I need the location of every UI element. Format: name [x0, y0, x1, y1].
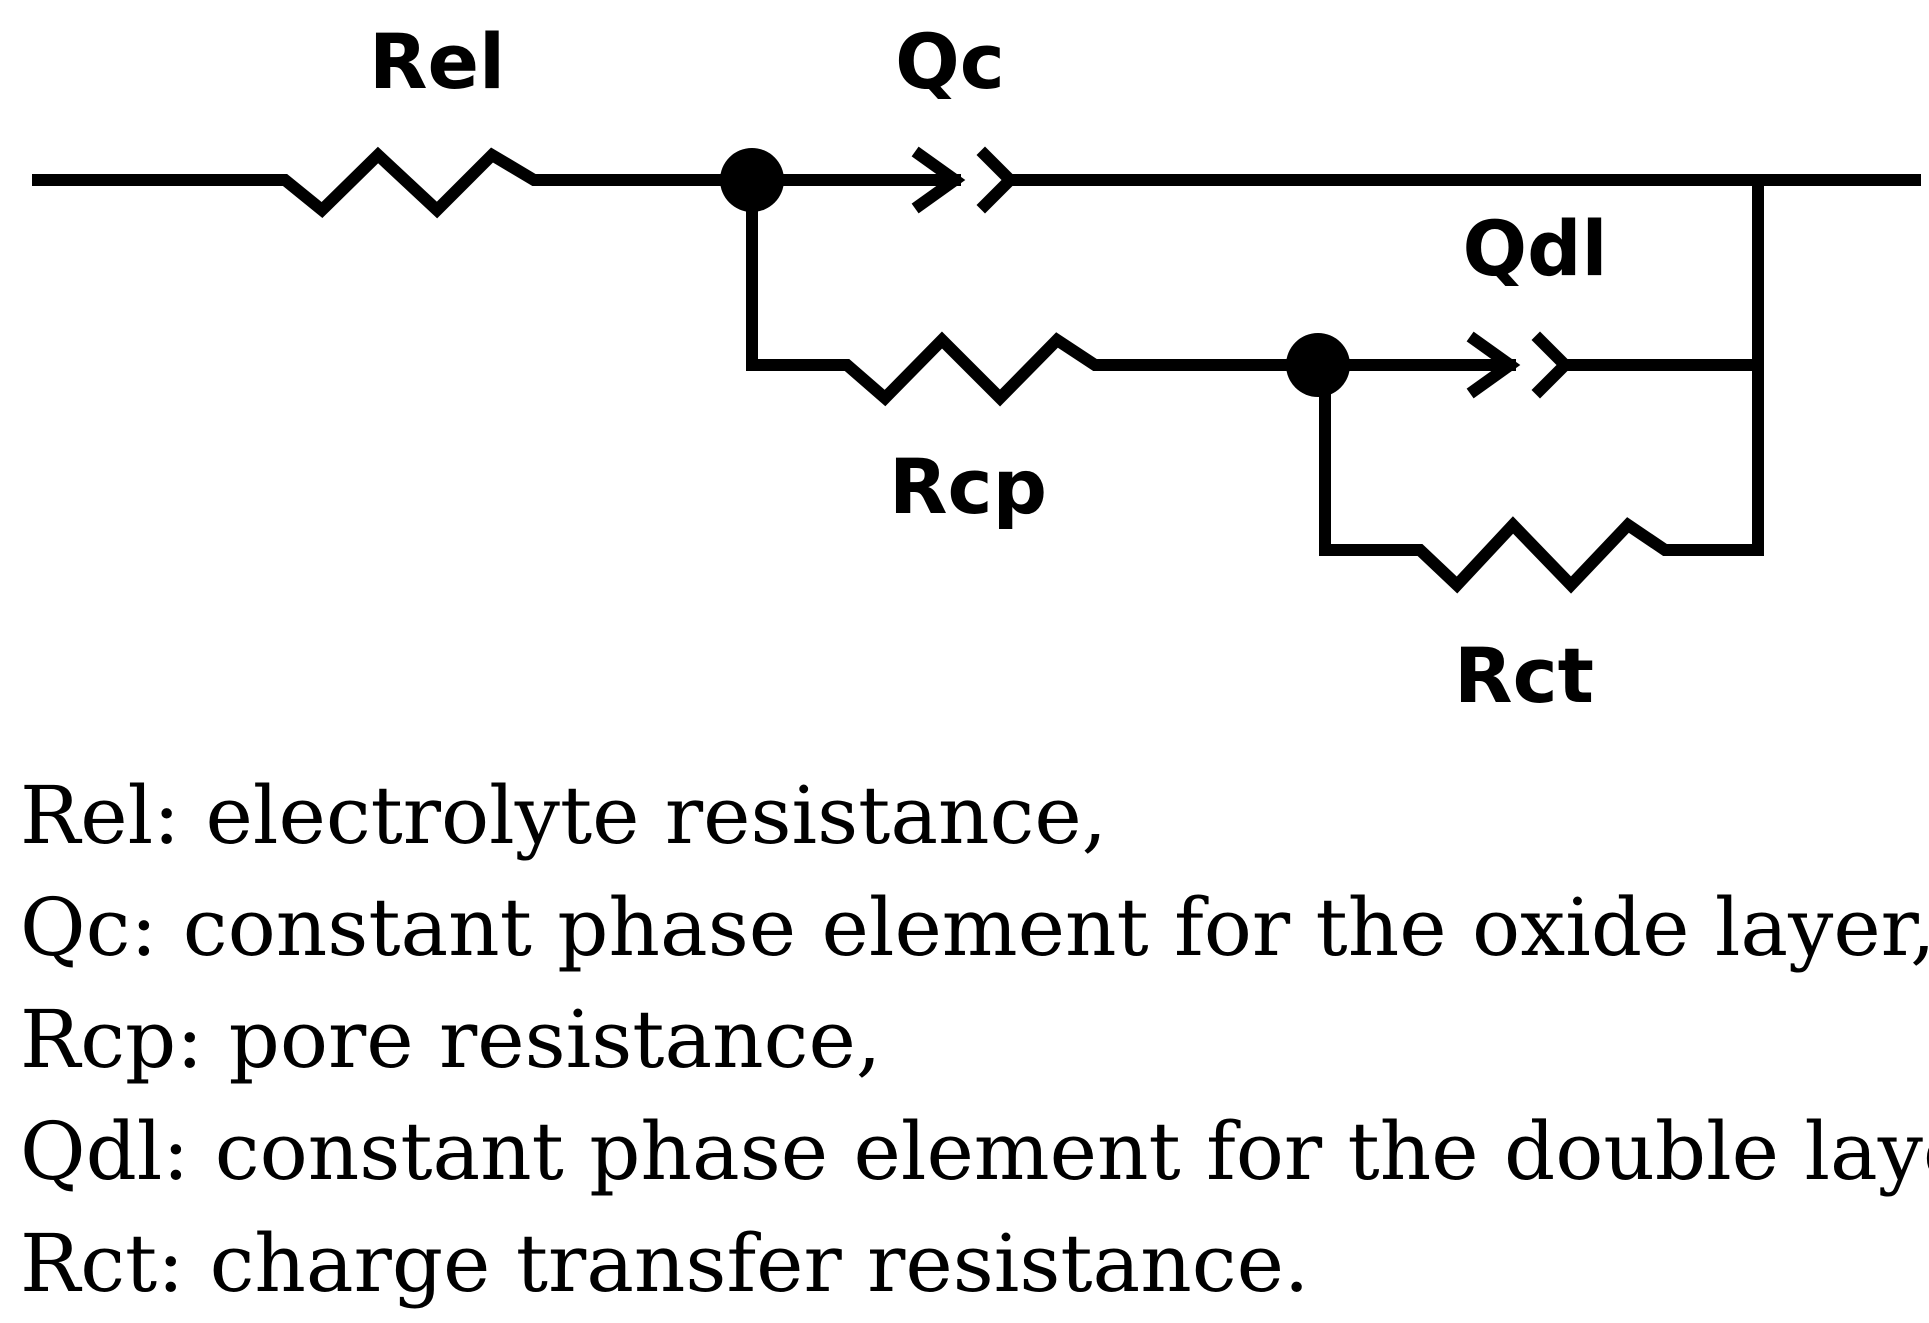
- label-qc: Qc: [895, 17, 1005, 106]
- label-rel: Rel: [369, 17, 505, 106]
- wire-node1-rcp: [746, 174, 1324, 407]
- wire-node2-rct: [1312, 359, 1764, 594]
- equivalent-circuit-diagram: Rel Qc Qdl Rcp Rct: [32, 17, 1921, 720]
- legend-item-qdl: Qdl: constant phase element for the doub…: [20, 1105, 1929, 1198]
- component-legend: Rel: electrolyte resistance, Qc: constan…: [20, 760, 1929, 1320]
- legend-item-rel: Rel: electrolyte resistance,: [20, 769, 1108, 862]
- legend-item-rcp: Rcp: pore resistance,: [20, 993, 882, 1086]
- label-rcp: Rcp: [889, 442, 1047, 531]
- label-rct: Rct: [1454, 631, 1594, 720]
- label-qdl: Qdl: [1462, 204, 1607, 293]
- legend-item-rct: Rct: charge transfer resistance.: [20, 1217, 1310, 1310]
- wire-input-rel: [32, 146, 758, 219]
- legend-item-qc: Qc: constant phase element for the oxide…: [20, 881, 1929, 974]
